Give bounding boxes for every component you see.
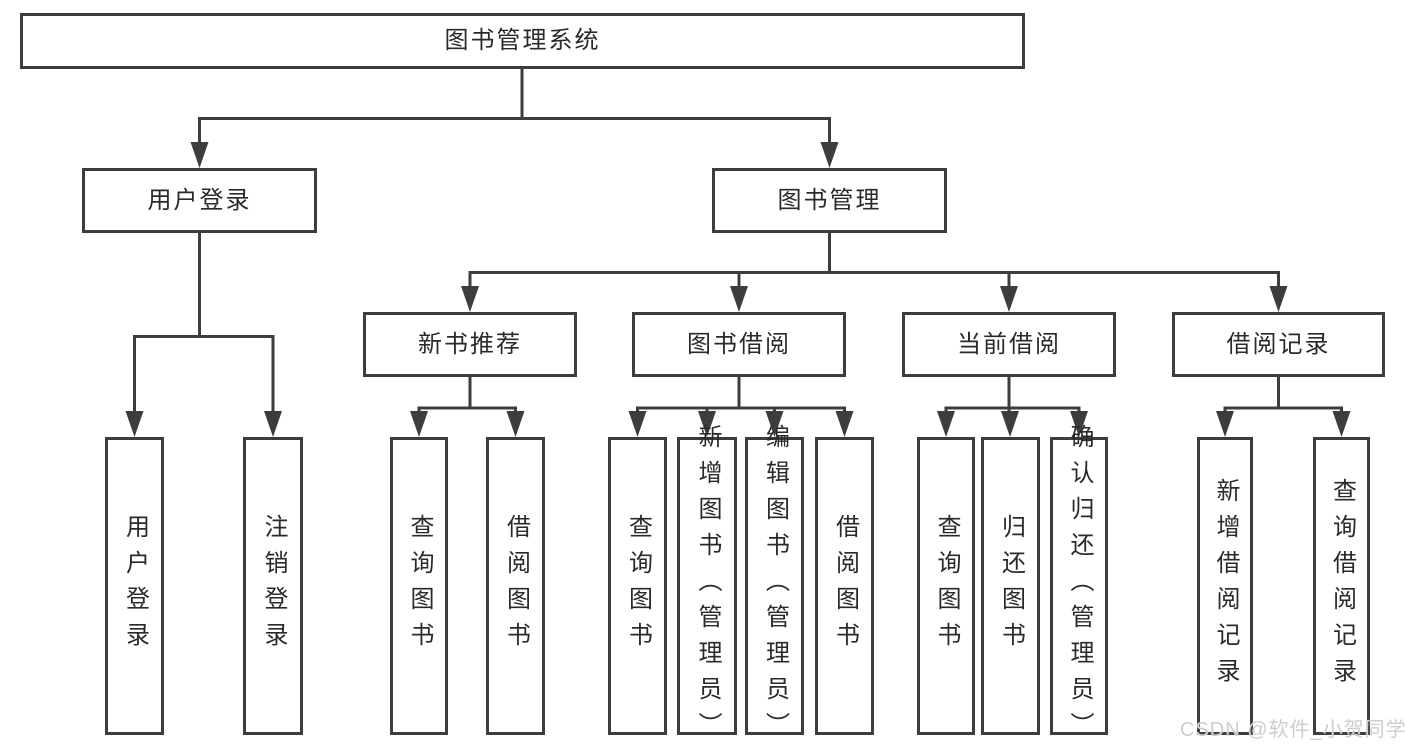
leaf-query-borrow-record: 查询借阅记录 xyxy=(1313,437,1370,735)
arrow-down-icon xyxy=(1001,411,1019,437)
leaf-label: 查询图书 xyxy=(624,514,652,658)
node-current-borrowing: 当前借阅 xyxy=(902,312,1116,377)
node-new-book-recommendation: 新书推荐 xyxy=(363,312,577,377)
arrow-down-icon xyxy=(765,411,784,437)
arrow-down-icon xyxy=(698,411,716,437)
leaf-label: 注销登录 xyxy=(260,514,287,658)
arrow-down-icon xyxy=(125,411,144,437)
arrow-down-icon xyxy=(461,286,479,312)
leaf-label: 借阅图书 xyxy=(831,514,859,658)
arrow-down-icon xyxy=(1216,411,1234,437)
connector-level2-branch xyxy=(468,271,1280,290)
connector-newbook-branch xyxy=(417,377,517,414)
arrow-down-icon xyxy=(628,411,647,437)
leaf-return-books: 归还图书 xyxy=(981,437,1040,735)
leaf-add-books-admin: 新增图书（管理员） xyxy=(677,424,737,747)
leaf-label: 新增图书（管理员） xyxy=(694,424,721,747)
leaf-label: 用户登录 xyxy=(121,514,149,658)
leaf-logout: 注销登录 xyxy=(243,437,303,735)
connector-records-branch xyxy=(1223,377,1343,414)
arrow-down-icon xyxy=(264,411,282,437)
node-book-borrowing: 图书借阅 xyxy=(632,312,846,377)
arrow-down-icon xyxy=(410,411,428,437)
leaf-query-books-newbook: 查询图书 xyxy=(390,437,448,735)
connector-bookborrow-branch xyxy=(636,377,846,414)
leaf-borrow-books-borrowing: 借阅图书 xyxy=(815,437,874,735)
leaf-label: 查询图书 xyxy=(406,514,433,658)
connector-login-branch xyxy=(133,335,275,414)
leaf-label: 借阅图书 xyxy=(502,514,530,658)
leaf-label: 查询图书 xyxy=(933,514,960,658)
arrow-down-icon xyxy=(937,411,955,437)
leaf-query-books-borrowing: 查询图书 xyxy=(608,437,667,735)
arrow-down-icon xyxy=(730,286,748,312)
connector-level1-branch xyxy=(198,117,831,146)
connector-currentborrow-branch xyxy=(944,377,1081,414)
leaf-label: 归还图书 xyxy=(997,514,1025,658)
leaf-label: 编辑图书（管理员） xyxy=(761,424,789,747)
leaf-edit-books-admin: 编辑图书（管理员） xyxy=(745,424,804,747)
node-user-login-group: 用户登录 xyxy=(82,168,317,233)
arrow-down-icon xyxy=(835,411,854,437)
node-library-management-system: 图书管理系统 xyxy=(20,13,1025,69)
arrow-down-icon xyxy=(1332,411,1351,437)
arrow-down-icon xyxy=(506,411,525,437)
node-borrowing-records: 借阅记录 xyxy=(1172,312,1385,377)
arrow-down-icon xyxy=(820,142,839,168)
csdn-watermark: CSDN @软件_小贺同学 xyxy=(1180,719,1405,741)
leaf-label: 查询借阅记录 xyxy=(1328,478,1356,694)
leaf-confirm-return-admin: 确认归还（管理员） xyxy=(1050,424,1108,747)
leaf-query-books-current: 查询图书 xyxy=(917,437,975,735)
node-book-management: 图书管理 xyxy=(712,168,947,233)
arrowheads xyxy=(125,142,1351,437)
arrow-down-icon xyxy=(1269,286,1288,312)
leaf-label: 新增借阅记录 xyxy=(1212,478,1239,694)
leaf-label: 确认归还（管理员） xyxy=(1066,424,1093,747)
leaf-add-borrow-record: 新增借阅记录 xyxy=(1197,437,1253,735)
leaf-user-login: 用户登录 xyxy=(105,437,164,735)
arrow-down-icon xyxy=(190,142,209,168)
arrow-down-icon xyxy=(1000,286,1018,312)
leaf-borrow-books-newbook: 借阅图书 xyxy=(486,437,545,735)
arrow-down-icon xyxy=(1070,411,1088,437)
